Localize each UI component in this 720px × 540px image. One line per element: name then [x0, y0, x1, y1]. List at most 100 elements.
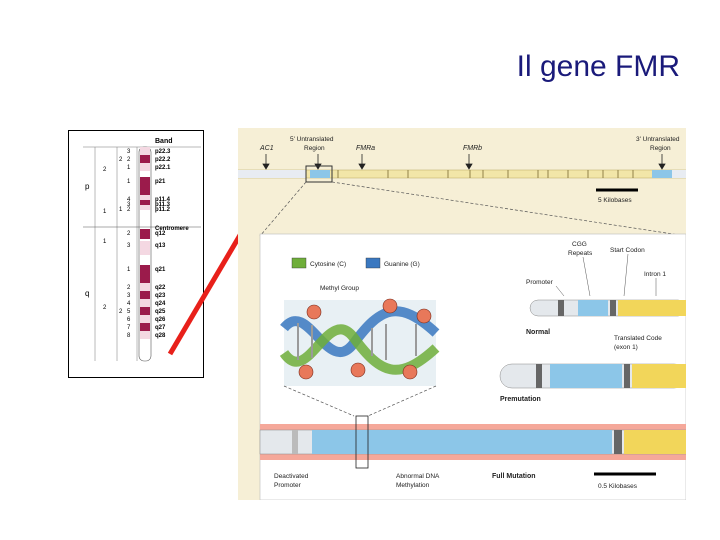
chromosome-ideogram: Band p q 2 1 1 2 Centromere p22.33p22.22… [83, 138, 201, 362]
band-label: q27 [155, 325, 166, 331]
region-q1: 1 [103, 239, 107, 245]
band-label: q24 [155, 301, 166, 307]
band-label: p22.1 [155, 165, 171, 171]
sub-band-number: 1 [127, 165, 131, 171]
band-labels: p22.33p22.222p22.11p211p11.44p11.33p11.2… [119, 149, 171, 339]
sub-band-number: 1 [127, 179, 131, 185]
utr5-label-line1: 5' Untranslated [290, 136, 334, 143]
band-label: p11.2 [155, 207, 171, 213]
deactivated-promoter-line2: Promoter [274, 482, 302, 489]
sub-band-number: 2 [127, 231, 131, 237]
chromosome-band [140, 265, 150, 283]
arm-p-label: p [85, 182, 90, 191]
scale-bottom-label: 0.5 Kilobases [598, 483, 638, 490]
intron1-label: Intron 1 [644, 271, 666, 278]
dna-helix [279, 298, 440, 386]
band-label: p11.3 [155, 202, 171, 208]
fmra-label: FMRa [356, 145, 375, 152]
band-label: q23 [155, 293, 166, 299]
sub-band-number: 2 [127, 157, 131, 163]
chromosome-band [140, 195, 150, 200]
band-label: q26 [155, 317, 166, 323]
zoom-box [305, 165, 333, 183]
gene-bar [238, 169, 686, 179]
band-number: 2 [119, 157, 123, 163]
guanine-swatch [365, 257, 381, 269]
band-label: q13 [155, 243, 166, 249]
chromosome-band [140, 205, 150, 210]
sub-band-number: 6 [127, 317, 131, 323]
sub-band-number: 5 [127, 309, 131, 315]
chromosome-band [140, 315, 150, 323]
band-label: q12 [155, 231, 166, 237]
premutation-label: Premutation [500, 396, 541, 403]
chromosome-band [140, 163, 150, 171]
sub-band-number: 2 [127, 285, 131, 291]
arm-q-label: q [85, 289, 89, 298]
utr5-label-line2: Region [304, 145, 325, 152]
utr3-label-line2: Region [650, 145, 671, 152]
sub-band-number: 3 [127, 293, 131, 299]
fmrb-label: FMRb [463, 145, 482, 152]
deactivated-promoter-line1: Deactivated [274, 473, 309, 480]
chromosome-band [140, 200, 150, 205]
chromosome-band [140, 299, 150, 307]
normal-leader-lines [555, 253, 657, 297]
sub-band-number: 4 [127, 301, 131, 307]
normal-label: Normal [526, 329, 550, 336]
full-mutation-allele [259, 415, 686, 469]
utr3-segment [652, 170, 672, 178]
chromosome-bands [140, 147, 150, 339]
band-number: 2 [119, 309, 123, 315]
slide-title: Il gene FMR [516, 50, 680, 83]
region-q2: 2 [103, 305, 107, 311]
cgg-repeats-label-line2: Repeats [568, 250, 593, 257]
band-label: q21 [155, 267, 166, 273]
exon-marks [337, 170, 634, 178]
band-number: 1 [119, 207, 123, 213]
utr3-label-line1: 3' Untranslated [636, 136, 680, 143]
downstream-segment [672, 170, 686, 178]
fmr1-gene-figure: AC1 5' Untranslated Region FMRa FMRb 3' … [238, 128, 686, 500]
sub-band-number: 3 [127, 149, 131, 155]
region-p2: 2 [103, 167, 107, 173]
chromosome-band [140, 323, 150, 331]
band-label: p11.4 [155, 197, 171, 203]
premutation-allele [499, 363, 686, 389]
start-codon-label: Start Codon [610, 247, 645, 254]
band-label: q22 [155, 285, 166, 291]
chromosome-band [140, 331, 150, 339]
sub-band-number: 7 [127, 325, 131, 331]
sub-band-number: 3 [127, 202, 131, 208]
chromosome-band [140, 307, 150, 315]
sub-band-number: 2 [127, 207, 131, 213]
guanine-label: Guanine (G) [384, 261, 420, 268]
sub-band-number: 4 [127, 197, 131, 203]
band-label: p22.2 [155, 157, 171, 163]
region-p1: 1 [103, 209, 107, 215]
band-label: p21 [155, 179, 166, 185]
methyl-group-label: Methyl Group [320, 285, 359, 292]
chromosome-band [140, 155, 150, 163]
translated-code-label-line2: (exon 1) [614, 344, 638, 351]
chromosome-band [140, 147, 150, 155]
abnormal-dna-line1: Abnormal DNA [396, 473, 440, 480]
chromosome-band [140, 177, 150, 195]
chromosome-band [140, 283, 150, 291]
top-pointer-arrows [262, 154, 666, 170]
scale-top-label: 5 Kilobases [598, 197, 632, 204]
normal-allele [529, 299, 686, 317]
upstream-segment [238, 170, 306, 178]
full-mutation-label: Full Mutation [492, 473, 536, 480]
sub-band-number: 3 [127, 243, 131, 249]
abnormal-dna-line2: Methylation [396, 482, 430, 489]
sub-band-number: 1 [127, 267, 131, 273]
chromosome-band [140, 241, 150, 255]
band-header: Band [155, 138, 173, 145]
ac1-label: AC1 [259, 145, 274, 152]
promoter-label: Promoter [526, 279, 554, 286]
band-label: q28 [155, 333, 166, 339]
cytosine-label: Cytosine (C) [310, 261, 346, 268]
